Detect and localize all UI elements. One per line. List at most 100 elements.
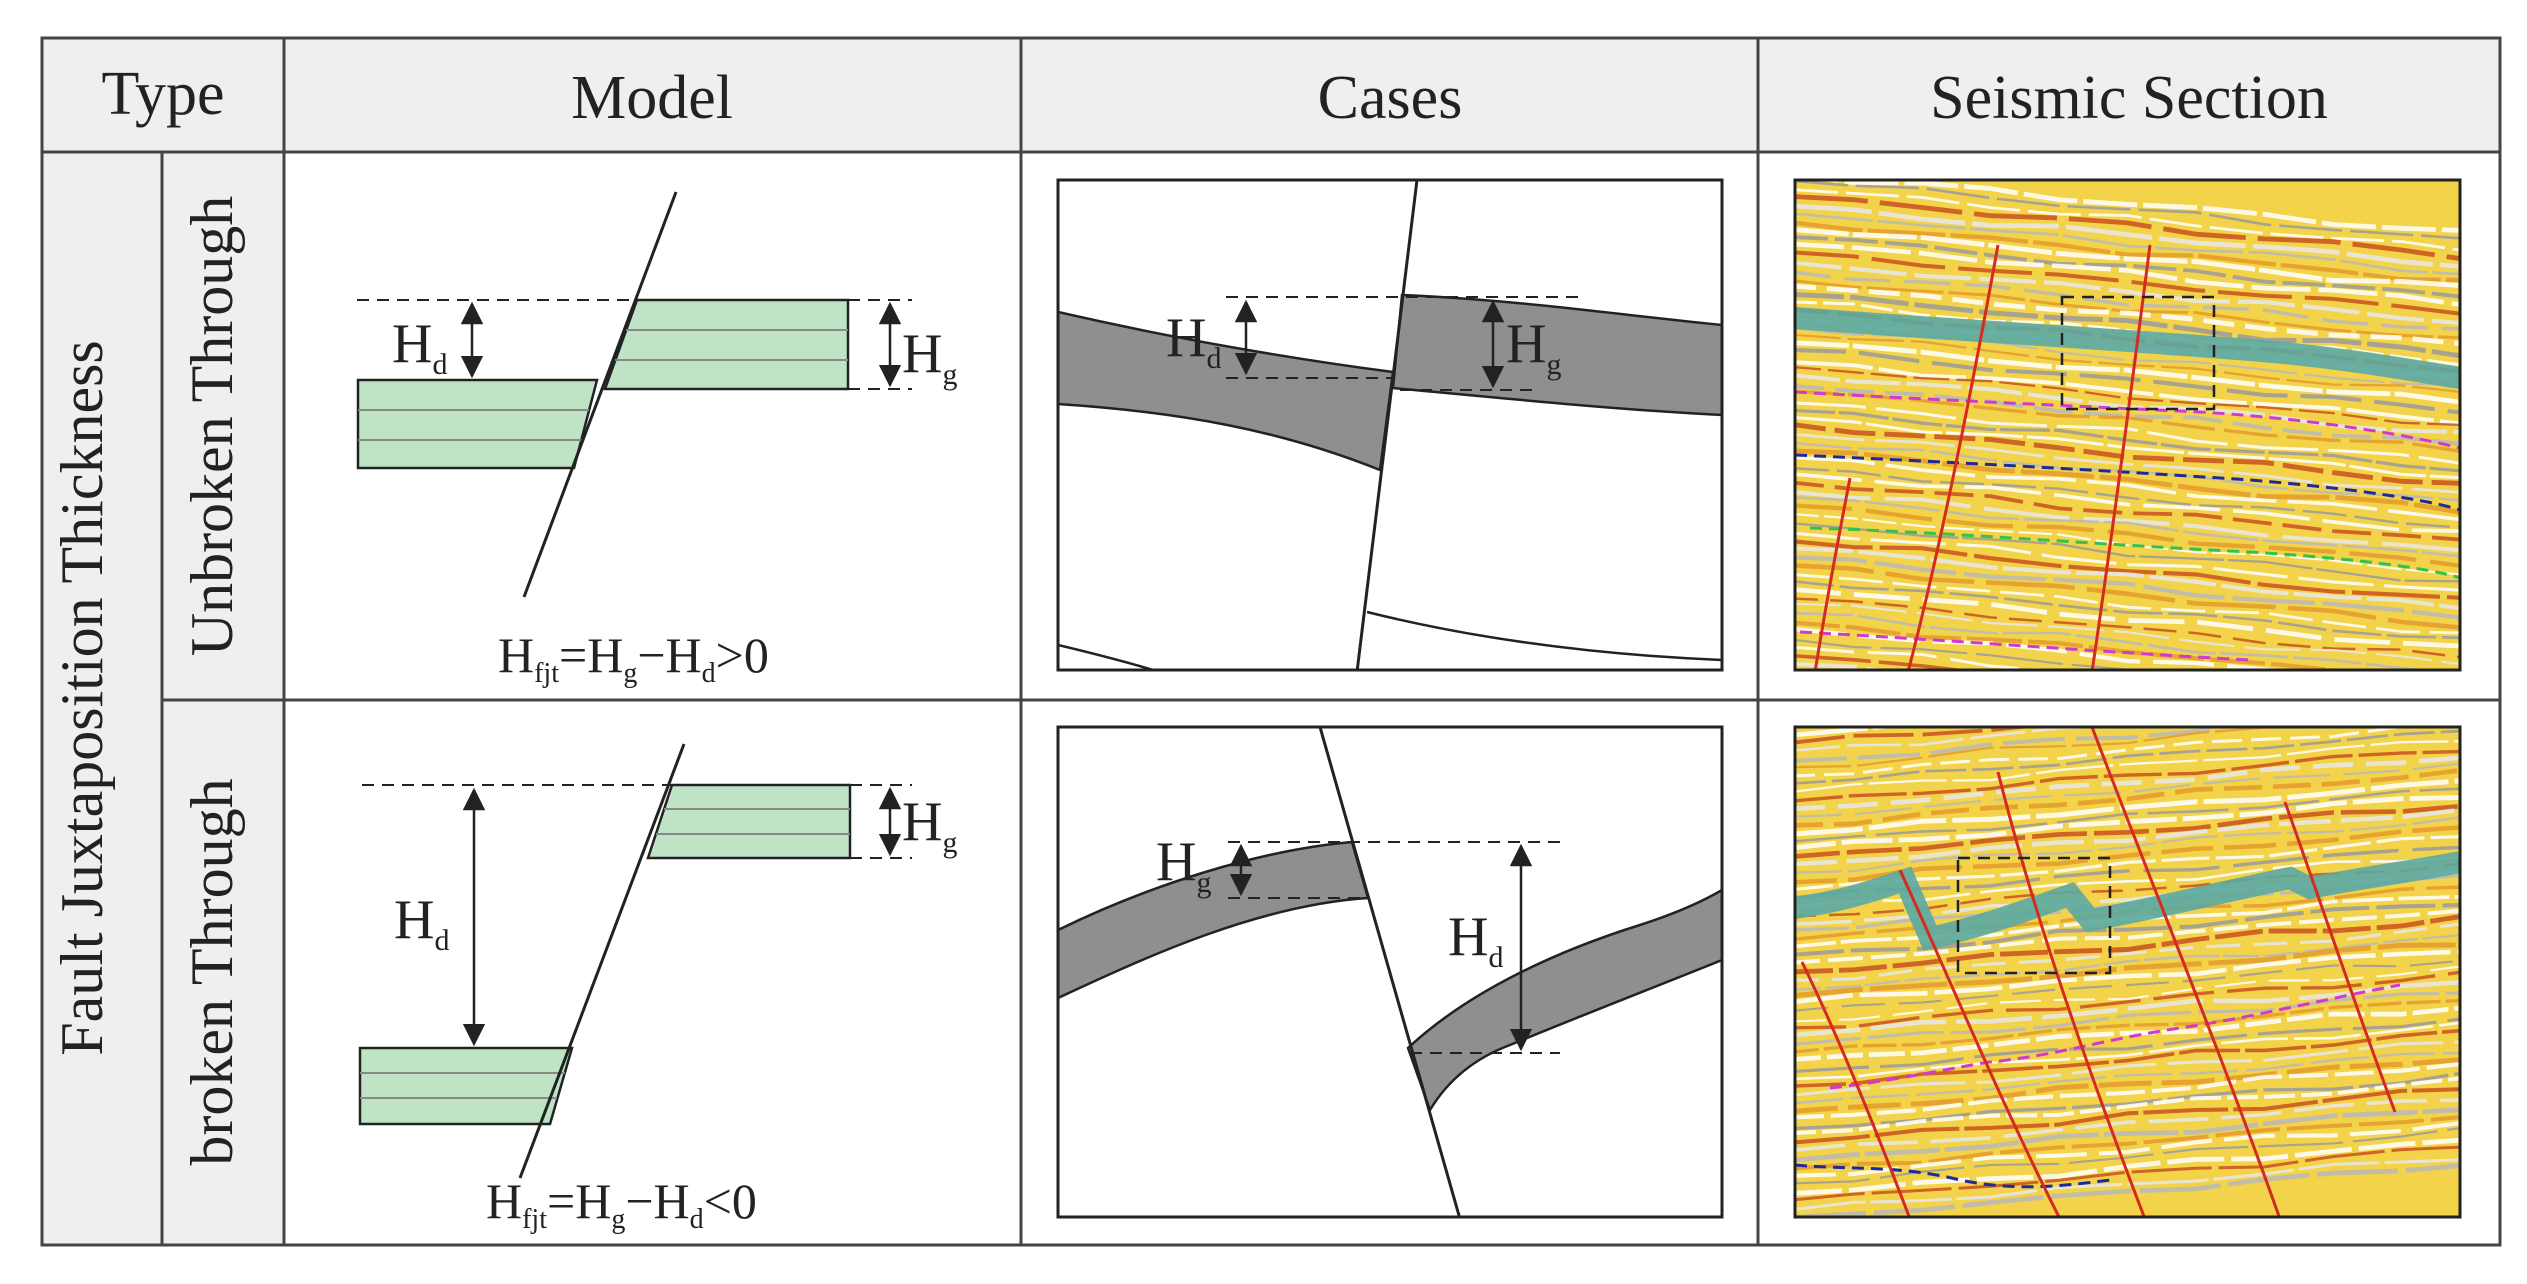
seismic-reflector xyxy=(1795,749,2460,803)
model1-equation: Hfjt=Hg−Hd>0 xyxy=(498,627,769,689)
seismic-reflector xyxy=(1795,934,2460,991)
seismic-reflector xyxy=(1795,959,2460,1012)
seismic-reflector xyxy=(1795,496,2460,558)
case1-hg-label: Hg xyxy=(1506,313,1561,381)
row2-label: broken Through xyxy=(179,778,245,1165)
case-unbroken xyxy=(1056,178,1724,672)
seismic-reflector xyxy=(1795,1163,2460,1217)
seismic-reflector xyxy=(1795,283,2460,347)
seismic-reflector xyxy=(1795,727,2040,745)
row1-label: Unbroken Through xyxy=(179,196,245,657)
case2-hd-label: Hd xyxy=(1448,906,1503,974)
seismic-reflector xyxy=(1795,1087,2460,1145)
seismic-reflector xyxy=(1795,762,2460,818)
seismic-reflector xyxy=(1795,807,2460,867)
seismic-reflector xyxy=(1795,1107,2460,1163)
seismic-reflector xyxy=(1795,408,2460,473)
case1-hd-label: Hd xyxy=(1166,307,1221,375)
seismic-reflector xyxy=(1795,340,2460,405)
model-unbroken xyxy=(356,191,912,598)
seismic-section-unbroken xyxy=(1793,178,2462,672)
seismic-reflector xyxy=(1795,727,2413,778)
seismic-reflector xyxy=(1795,188,2460,252)
seismic-reflector xyxy=(1795,816,2460,874)
seismic-reflector xyxy=(1795,1076,2460,1136)
model2-hd-label: Hd xyxy=(394,889,449,957)
seismic-reflector xyxy=(1795,366,2460,427)
seismic-reflector xyxy=(1795,787,2460,843)
seismic-reflector xyxy=(1795,597,2460,659)
seismic-reflector xyxy=(1795,448,2460,515)
seismic-reflector xyxy=(1795,401,2460,465)
header-model: Model xyxy=(571,64,733,132)
seismic-reflector xyxy=(1795,292,2460,359)
seismic-reflector xyxy=(1795,360,2460,426)
seismic-reflector xyxy=(1795,727,1816,728)
seismic-reflector xyxy=(1795,942,2460,999)
seismic-reflector xyxy=(1795,522,2460,583)
seismic-section-broken xyxy=(1785,663,2470,1219)
seismic-reflector xyxy=(1795,755,2460,812)
seismic-reflector xyxy=(1795,220,2460,283)
seismic-reflector xyxy=(1795,654,1972,670)
seismic-reflector xyxy=(1795,949,2460,1005)
seismic-reflector xyxy=(1795,580,2460,640)
seismic-reflector xyxy=(1795,922,2460,982)
seismic-reflector xyxy=(1795,587,2460,649)
seismic-reflector xyxy=(1795,480,2460,542)
seismic-reflector xyxy=(1795,1061,2460,1120)
seismic-reflector xyxy=(1795,856,2460,909)
seismic-reflector xyxy=(1795,1137,2460,1196)
group-label: Fault Juxtaposition Thickness xyxy=(49,340,115,1056)
seismic-reflector xyxy=(1795,1040,2460,1097)
seismic-reflector xyxy=(1795,555,2460,620)
seismic-reflector xyxy=(1795,1120,2460,1178)
seismic-reflector xyxy=(1795,729,2460,785)
seismic-reflector xyxy=(1795,914,2460,975)
table-grid xyxy=(40,36,2502,1247)
seismic-reflector xyxy=(1795,573,2460,635)
seismic-reflector xyxy=(1785,663,2470,721)
seismic-reflector xyxy=(1795,513,2460,576)
seismic-reflector xyxy=(1795,1071,2460,1131)
case2-hg-label: Hg xyxy=(1156,831,1211,899)
seismic-reflector xyxy=(1795,645,2057,670)
seismic-reflector xyxy=(1795,503,2460,568)
model1-hd-label: Hd xyxy=(392,313,447,381)
seismic-reflector xyxy=(1795,1098,2460,1152)
seismic-reflector xyxy=(1795,767,2460,828)
seismic-reflector xyxy=(1795,991,2460,1046)
seismic-reflector xyxy=(1795,740,2460,793)
seismic-reflector xyxy=(1795,1017,2460,1073)
seismic-reflector xyxy=(1795,908,2460,965)
model1-hg-label: Hg xyxy=(902,323,957,391)
seismic-reflector xyxy=(1795,1005,2460,1062)
seismic-reflector xyxy=(1795,727,2345,769)
seismic-reflector xyxy=(1795,241,2460,308)
seismic-reflector xyxy=(1795,727,2118,752)
seismic-reflector xyxy=(1795,563,2460,630)
seismic-reflector xyxy=(1795,531,2460,592)
seismic-reflector xyxy=(1795,270,2460,331)
seismic-reflector xyxy=(1795,250,2460,316)
seismic-reflector xyxy=(1795,546,2460,611)
seismic-reflector xyxy=(1795,1028,2460,1088)
model2-hg-label: Hg xyxy=(902,791,957,859)
case-broken xyxy=(1056,725,1724,1219)
seismic-reflector xyxy=(1795,227,2460,289)
seismic-reflector xyxy=(1795,727,2236,763)
header-cases: Cases xyxy=(1318,64,1463,132)
seismic-reflector xyxy=(1815,180,2460,233)
seismic-reflector xyxy=(1795,384,2460,446)
seismic-reflector xyxy=(1795,235,2460,299)
seismic-reflector xyxy=(1795,661,1889,670)
seismic-reflector xyxy=(1795,467,2460,529)
seismic-reflector xyxy=(1795,348,2460,415)
seismic-reflector xyxy=(1795,422,2460,486)
seismic-reflector xyxy=(1795,970,2460,1030)
seismic-reflector xyxy=(1795,472,2460,533)
seismic-reflector xyxy=(1795,1127,2460,1185)
header-type: Type xyxy=(101,60,224,128)
seismic-reflector xyxy=(1795,1115,2460,1171)
